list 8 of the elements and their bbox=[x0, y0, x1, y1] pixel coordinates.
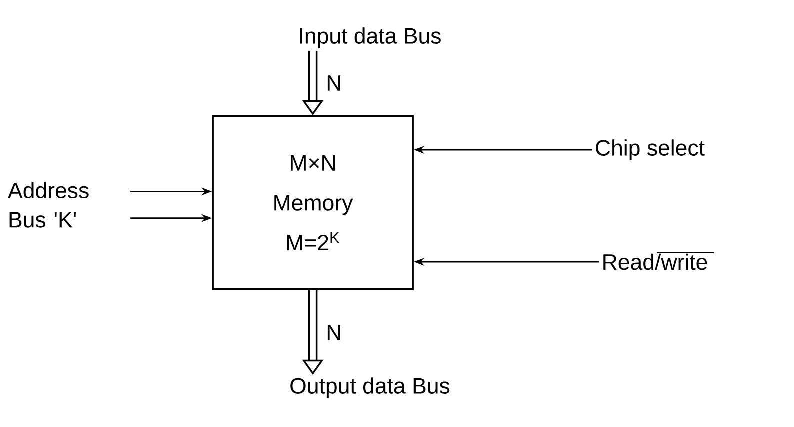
signal-label: Chip select bbox=[596, 140, 705, 160]
memory-box: M×N Memory M=2$^{K}$ bbox=[212, 116, 414, 290]
edge-label: N bbox=[328, 325, 340, 340]
edge-label: N bbox=[328, 76, 340, 91]
signal-label: Read/write bbox=[604, 254, 708, 270]
bus-label: Output data Bus bbox=[290, 378, 450, 398]
bus-label: Address Bus 'K' bbox=[8, 182, 89, 228]
bus-label: Input data Bus bbox=[300, 28, 441, 48]
